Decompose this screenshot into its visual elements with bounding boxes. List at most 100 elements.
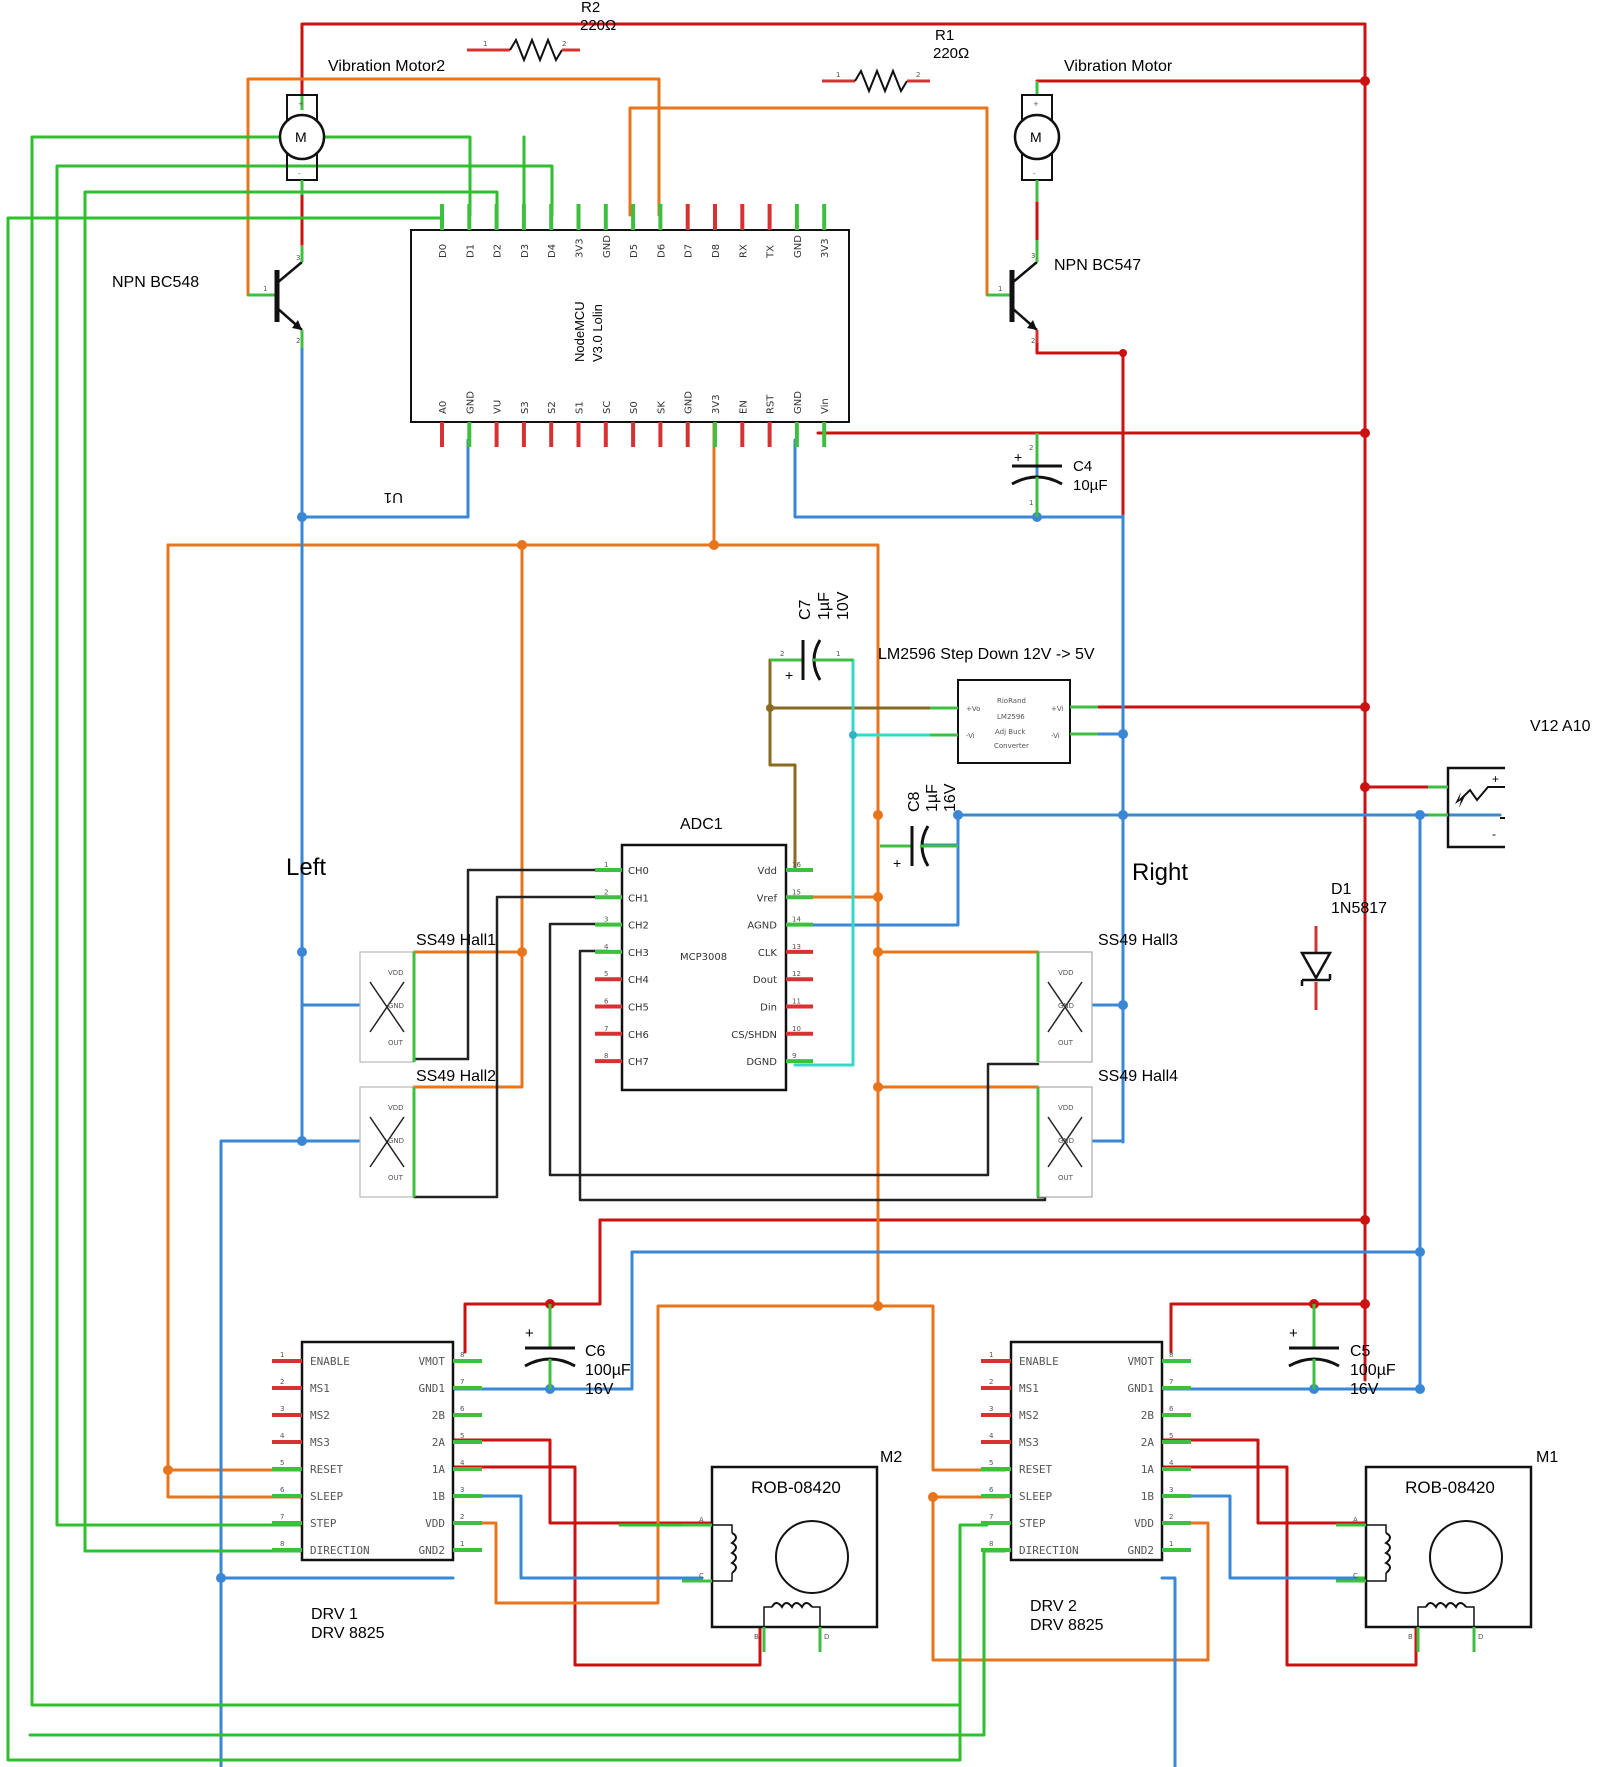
stepper-pin-a: A [1353,1516,1358,1524]
drv-left-pin-label: DIRECTION [1019,1544,1079,1557]
hall-pin-label: GND [388,1002,404,1010]
stepper-pin-c: C [1353,1572,1358,1580]
svg-text:+Vi: +Vi [1051,705,1064,713]
mcp3008-right-pin-label: Dout [753,975,777,986]
drv1-label: DRV 1 [311,1606,358,1623]
mcp3008-right-pin-label: AGND [747,921,777,932]
nodemcu-top-pin-label: GND [602,235,613,258]
mcp3008-right-pin-label: Vref [757,893,778,904]
hall-pin-label: OUT [388,1174,404,1182]
hall-pin-label: OUT [388,1039,404,1047]
dc-jack-v12: + - [1428,766,1505,849]
hall-pin-label: GND [1058,1002,1074,1010]
mcp3008-left-pin-num: 1 [604,861,608,869]
mcp3008-left-pin-label: CH7 [628,1057,649,1068]
svg-text:+: + [893,855,901,871]
mcp3008-right-pin-label: CS/SHDN [731,1030,777,1041]
nodemcu-top-pin-label: D6 [656,244,667,258]
c7-value: 1µF [816,592,833,620]
nodemcu-top-pin-label: GND [793,235,804,258]
right-label: Right [1132,859,1188,886]
svg-text:-: - [1033,170,1036,178]
c8-label: C8 [906,791,923,812]
c5-label: C5 [1350,1343,1371,1360]
svg-text:1: 1 [836,71,840,79]
svg-text:+: + [785,667,793,683]
stepper-pin-d: D [1478,1633,1483,1641]
drv-left-pin-num: 6 [280,1486,285,1494]
npn-bc547-label: NPN BC547 [1054,257,1141,274]
nodemcu-top-pin-label: D4 [547,244,558,258]
drv-right-pin-label: 2B [1141,1409,1155,1422]
hall4-label: SS49 Hall4 [1098,1068,1178,1085]
nodemcu-top-pin-label: 3V3 [575,238,586,258]
nodemcu-bottom-pin-label: SK [656,401,667,414]
drv-left-pin-label: ENABLE [1019,1355,1059,1368]
drv-left-pin-num: 3 [989,1405,993,1413]
mcp3008-right-pin-label: CLK [758,948,778,959]
mcp3008-left-pin-label: CH6 [628,1030,649,1041]
hall-pin-label: GND [388,1137,404,1145]
c6-voltage: 16V [585,1381,614,1398]
drv-left-pin-label: MS1 [310,1382,330,1395]
m2-label: M2 [880,1449,902,1466]
mcp3008-right-pin-num: 9 [792,1052,796,1060]
d1-value: 1N5817 [1331,900,1387,917]
drv-right-pin-num: 4 [1169,1459,1174,1467]
svg-text:RioRand: RioRand [997,697,1026,705]
c6-value: 100µF [585,1362,631,1379]
nodemcu-top-pin-label: D2 [493,244,504,258]
hall3-label: SS49 Hall3 [1098,932,1178,949]
hall-pin-label: GND [1058,1137,1074,1145]
drv-right-pin-label: 1B [432,1490,446,1503]
drv-left-pin-label: SLEEP [310,1490,343,1503]
drv-right-pin-label: 1B [1141,1490,1155,1503]
c5-value: 100µF [1350,1362,1396,1379]
c4-value: 10µF [1073,477,1108,494]
svg-text:LM2596: LM2596 [997,713,1025,721]
c4-label: C4 [1073,458,1092,475]
drv-right-pin-label: GND1 [1128,1382,1155,1395]
component-labels: R2 220Ω R1 220Ω Vibration Motor2 Vibrati… [112,0,1591,1642]
lm2596-converter: +Vo -Vi +Vi -Vi RioRand LM2596 Adj Buck … [930,679,1098,764]
r1-label: R1 [935,27,954,44]
mcp3008-name: MCP3008 [680,952,727,963]
drv-right-pin-label: GND1 [419,1382,446,1395]
r2-value: 220Ω [580,17,616,34]
nodemcu-top-pin-label: D5 [629,244,640,258]
mcp3008-left-pin-label: CH5 [628,1003,649,1014]
nodemcu-bottom-pin-label: GND [793,391,804,414]
drv1-type: DRV 8825 [311,1625,385,1642]
svg-text:2: 2 [296,337,300,345]
mcp3008-right-pin-num: 12 [792,970,801,978]
svg-text:2: 2 [916,71,920,79]
mcp3008-left-pin-label: CH0 [628,866,649,877]
nodemcu-bottom-pin-label: S0 [629,401,640,414]
hall-pin-label: VDD [1058,1104,1074,1112]
mcp3008-left-pin-num: 8 [604,1052,608,1060]
mcp3008-right-pin-num: 13 [792,943,801,951]
drv-right-pin-label: 2B [432,1409,446,1422]
drv-left-pin-label: RESET [1019,1463,1052,1476]
hall-pin-label: OUT [1058,1174,1074,1182]
drv-right-pin-label: 2A [432,1436,446,1449]
drv-left-pin-num: 2 [989,1378,993,1386]
drv-right-pin-num: 3 [460,1486,464,1494]
drv-left-pin-num: 3 [280,1405,284,1413]
stepper-pin-a: A [699,1516,704,1524]
svg-text:1: 1 [263,285,267,293]
hall-pin-label: VDD [388,1104,404,1112]
drv-right-pin-num: 4 [460,1459,465,1467]
drv-right-pin-label: GND2 [419,1544,446,1557]
left-label: Left [286,854,326,881]
drv-left-pin-num: 4 [280,1432,285,1440]
svg-text:1: 1 [483,40,487,48]
drv-right-pin-num: 1 [1169,1540,1173,1548]
hall2-label: SS49 Hall2 [416,1068,496,1085]
drv-right-pin-num: 8 [460,1351,464,1359]
drv-right-pin-num: 2 [1169,1513,1173,1521]
